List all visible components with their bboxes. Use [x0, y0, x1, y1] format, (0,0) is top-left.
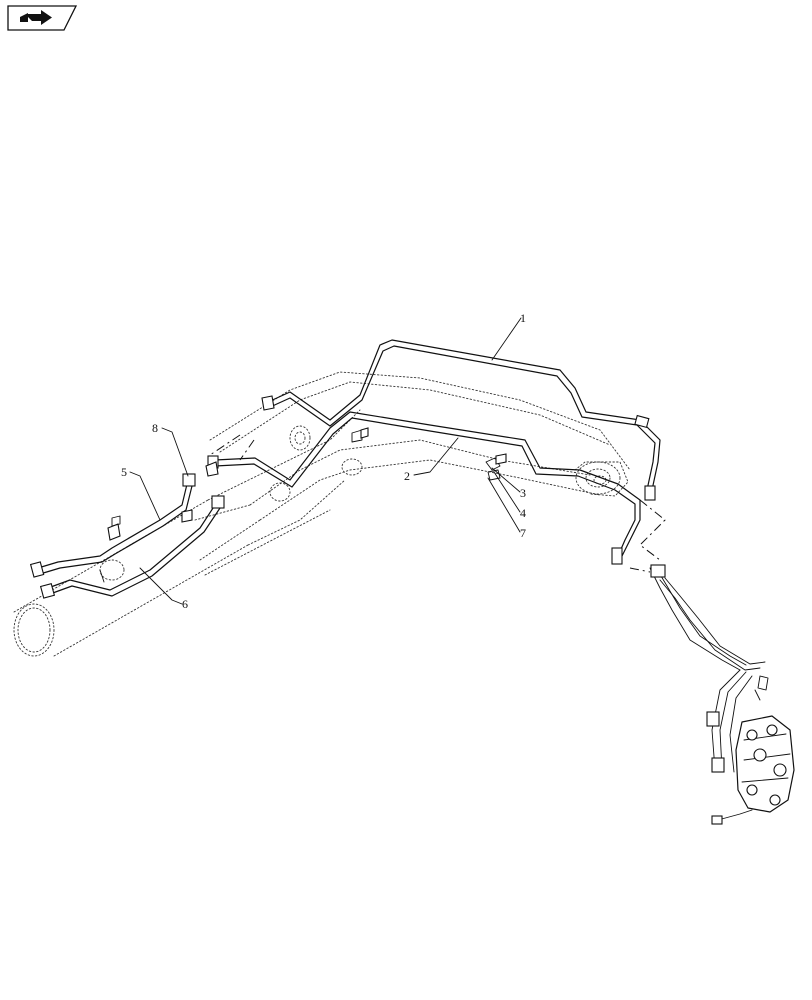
callout-5: 5 [121, 465, 127, 479]
callout-8: 8 [152, 421, 158, 435]
leader-lines [129, 317, 522, 605]
callout-7: 7 [520, 526, 526, 540]
tube-2 [207, 411, 641, 565]
tube-5 [29, 473, 196, 578]
hoses-to-valve [649, 564, 766, 773]
callout-6: 6 [182, 597, 188, 611]
centerlines [209, 434, 666, 573]
callout-1: 1 [520, 311, 526, 325]
control-valve [711, 675, 795, 825]
clamp-assembly-left [99, 461, 219, 583]
callout-4: 4 [520, 506, 526, 520]
tube-1 [261, 339, 661, 501]
page-forward-button[interactable] [7, 5, 78, 31]
tube-6 [39, 495, 225, 599]
callout-3: 3 [520, 486, 526, 500]
page-forward-icon [20, 10, 52, 25]
callout-2: 2 [404, 469, 410, 483]
clamp-assembly-right [351, 427, 507, 481]
